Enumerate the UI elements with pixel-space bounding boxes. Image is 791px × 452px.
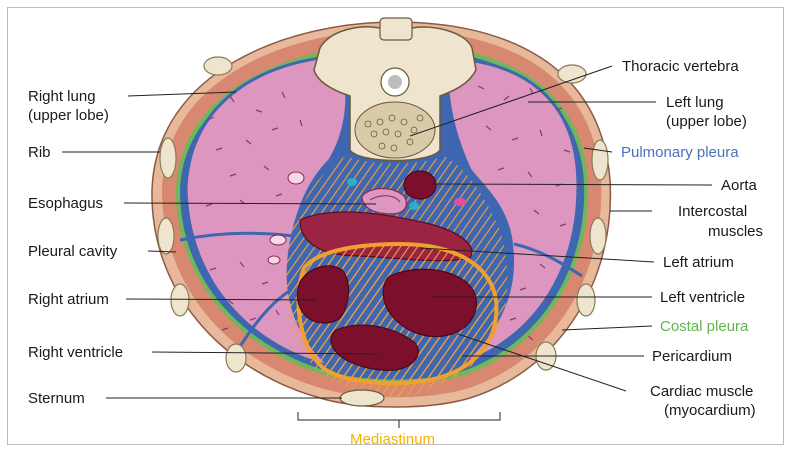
label-rib: Rib bbox=[28, 144, 51, 161]
label-pulmonary-pleura: Pulmonary pleura bbox=[621, 144, 739, 161]
label-left-ventricle: Left ventricle bbox=[660, 289, 745, 306]
label-mediastinum: Mediastinum bbox=[350, 431, 435, 448]
label-right-ventricle: Right ventricle bbox=[28, 344, 123, 361]
label-pericardium: Pericardium bbox=[652, 348, 732, 365]
mediastinum-bracket bbox=[298, 412, 500, 428]
label-sternum: Sternum bbox=[28, 390, 85, 407]
label-intercostal-muscles-sub: muscles bbox=[708, 223, 763, 240]
label-cardiac-muscle-sub: (myocardium) bbox=[664, 402, 756, 419]
label-left-lung: Left lung bbox=[666, 94, 724, 111]
label-right-lung: Right lung bbox=[28, 88, 96, 105]
label-right-atrium: Right atrium bbox=[28, 291, 109, 308]
label-costal-pleura: Costal pleura bbox=[660, 318, 749, 335]
label-cardiac-muscle: Cardiac muscle bbox=[650, 383, 753, 400]
label-right-lung-sub: (upper lobe) bbox=[28, 107, 109, 124]
label-left-lung-sub: (upper lobe) bbox=[666, 113, 747, 130]
label-aorta: Aorta bbox=[721, 177, 758, 194]
label-pleural-cavity: Pleural cavity bbox=[28, 243, 118, 260]
sternum bbox=[340, 390, 384, 406]
label-esophagus: Esophagus bbox=[28, 195, 103, 212]
label-left-atrium: Left atrium bbox=[663, 254, 734, 271]
label-intercostal-muscles: Intercostal bbox=[678, 203, 747, 220]
label-thoracic-vertebra: Thoracic vertebra bbox=[622, 58, 739, 75]
